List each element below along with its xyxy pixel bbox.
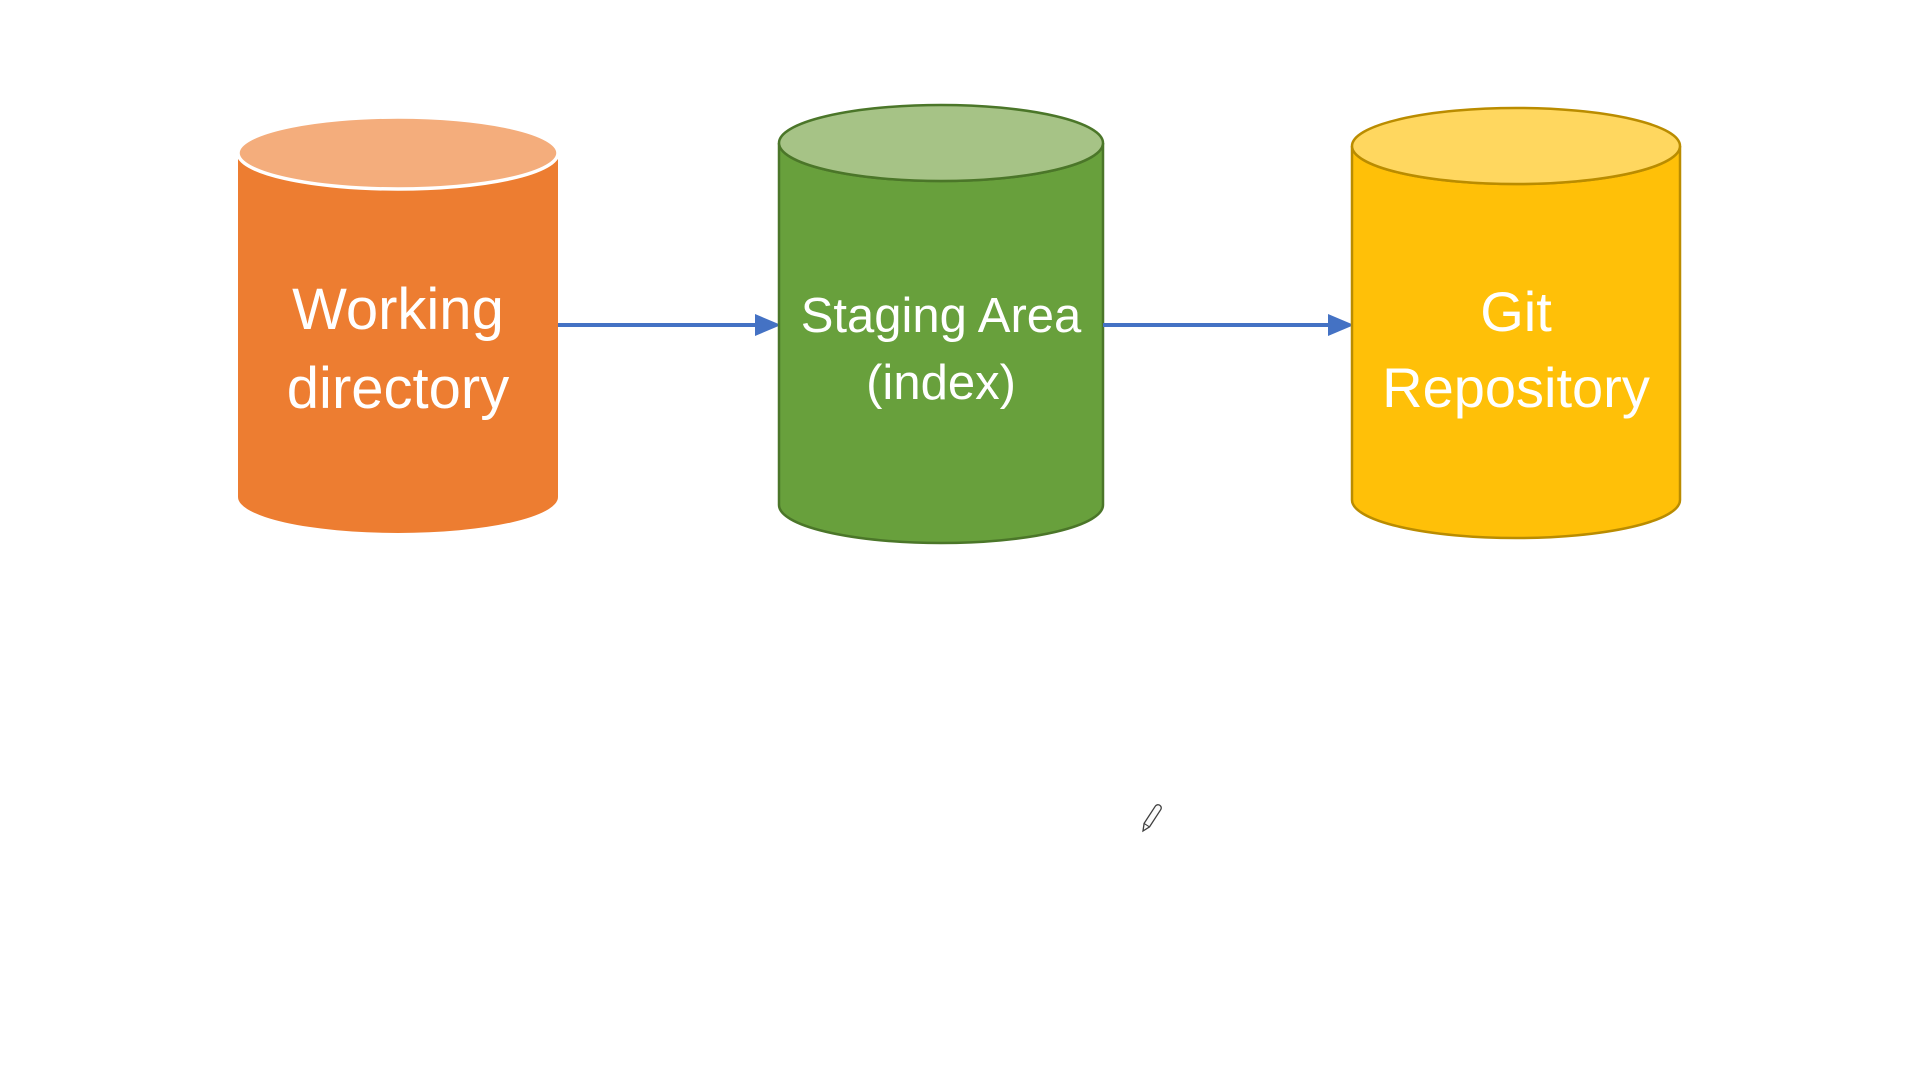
cylinder-git-repository xyxy=(1350,106,1682,540)
cylinder-staging-area-top-face xyxy=(777,103,1105,183)
cylinder-staging-area xyxy=(777,103,1105,545)
arrow-staging-to-git-head xyxy=(1328,314,1354,336)
cylinder-git-repository-body xyxy=(1350,145,1682,540)
pencil-cursor-icon xyxy=(1142,804,1162,833)
arrow-working-to-staging xyxy=(558,314,781,336)
arrow-working-to-staging-head xyxy=(755,314,781,336)
cylinder-git-repository-top-face xyxy=(1350,106,1682,186)
arrow-staging-to-git xyxy=(1103,314,1354,336)
cylinder-working-directory-body xyxy=(238,153,558,533)
cylinder-working-directory xyxy=(236,115,560,533)
cylinder-working-directory-top-face xyxy=(236,115,560,191)
cylinder-staging-area-body xyxy=(777,142,1105,545)
